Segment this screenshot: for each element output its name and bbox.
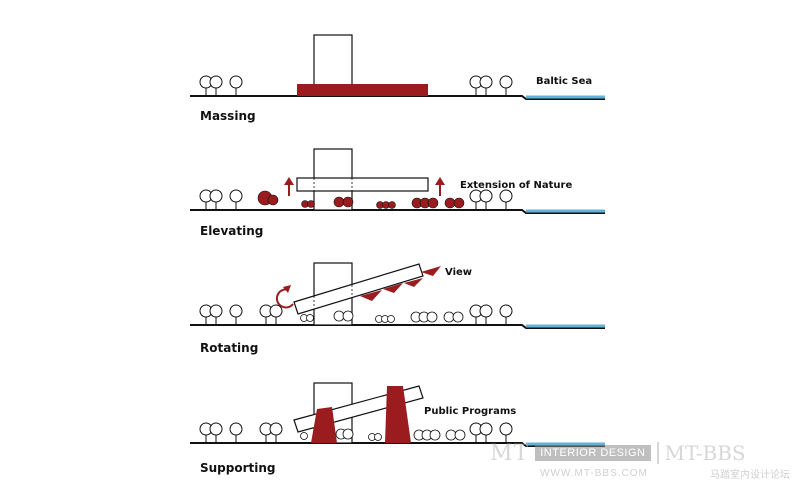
note-view: View xyxy=(445,267,473,278)
up-arrow-icon xyxy=(284,177,294,196)
watermark-mt: MT xyxy=(490,440,530,466)
up-arrow-icon xyxy=(435,177,445,196)
tree-icon xyxy=(199,304,513,325)
tree-icon xyxy=(199,422,513,443)
ground-line xyxy=(190,324,605,329)
small-tree-icon xyxy=(300,428,466,441)
podium-block xyxy=(297,84,428,96)
panel-elevating xyxy=(190,148,605,214)
panel-massing xyxy=(190,34,605,100)
rotated-slab xyxy=(293,263,424,315)
small-tree-icon xyxy=(300,310,464,323)
note-baltic-sea: Baltic Sea xyxy=(536,76,593,87)
note-public-programs: Public Programs xyxy=(424,406,517,417)
step-label-massing: Massing xyxy=(200,109,256,123)
watermark: MT INTERIOR DESIGN MT-BBS xyxy=(490,440,790,466)
watermark-divider xyxy=(656,442,659,464)
step-label-elevating: Elevating xyxy=(200,224,264,238)
tree-icon xyxy=(199,189,513,210)
step-label-supporting: Supporting xyxy=(200,461,276,475)
watermark-url: WWW.MT-BBS.COM xyxy=(540,467,648,479)
panel-rotating xyxy=(190,262,605,329)
note-extension-of-nature: Extension of Nature xyxy=(460,180,573,191)
panel-supporting xyxy=(190,382,605,447)
support-core xyxy=(311,407,337,443)
step-label-rotating: Rotating xyxy=(200,341,259,355)
red-tree-icon xyxy=(257,190,465,209)
watermark-bbs: MT-BBS xyxy=(664,441,746,465)
rotate-arrow-icon xyxy=(275,285,294,309)
watermark-subline: WWW.MT-BBS.COM 马踏室内设计论坛 xyxy=(540,465,790,481)
view-wedge-icon xyxy=(360,266,441,301)
support-core xyxy=(385,386,411,443)
watermark-chinese: 马踏室内设计论坛 xyxy=(710,469,790,481)
ground-line xyxy=(190,209,605,214)
watermark-interior-design: INTERIOR DESIGN xyxy=(535,445,651,461)
elevated-slab xyxy=(296,177,429,192)
